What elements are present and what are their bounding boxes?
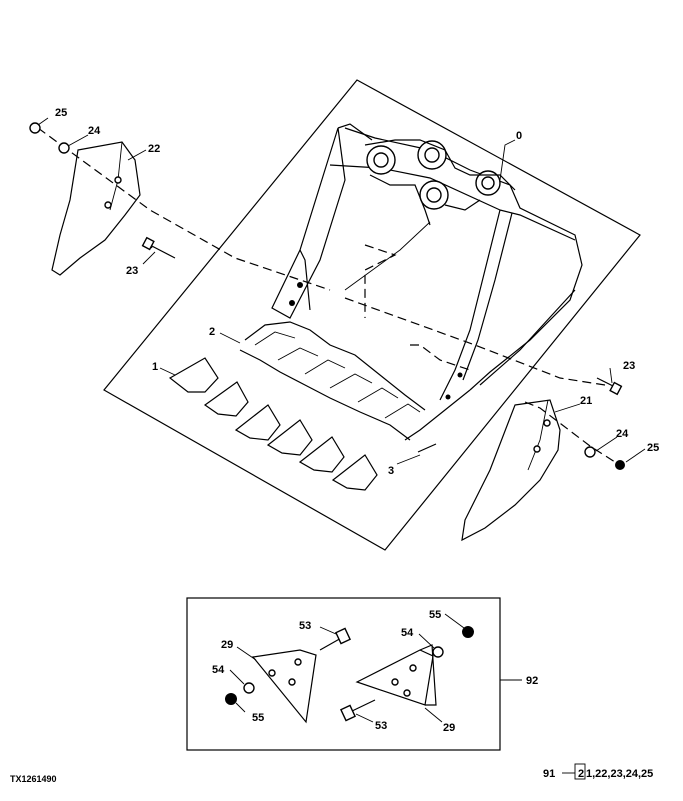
callout-55-right: 55 bbox=[429, 609, 441, 621]
callout-23-left: 23 bbox=[126, 265, 138, 277]
figure-id: TX1261490 bbox=[10, 774, 57, 784]
teeth-set bbox=[168, 357, 378, 491]
callout-53-right: 53 bbox=[375, 720, 387, 732]
washer-24-left bbox=[58, 142, 70, 154]
bucket-body bbox=[239, 123, 583, 441]
callout-21: 21 bbox=[580, 395, 592, 407]
callout-53-left: 53 bbox=[299, 620, 311, 632]
callout-25-right: 25 bbox=[647, 442, 659, 454]
pin-3 bbox=[417, 443, 437, 453]
callout-29-right: 29 bbox=[443, 722, 455, 734]
bucket-panel-outline bbox=[103, 79, 641, 551]
callout-54-right: 54 bbox=[401, 627, 414, 639]
callout-22: 22 bbox=[148, 143, 160, 155]
kit-note-items: 1,22,23,24,25 bbox=[586, 768, 653, 780]
kit-92-box bbox=[186, 597, 501, 751]
dash-line-right bbox=[344, 297, 606, 386]
dash-line-left bbox=[37, 127, 331, 291]
callout-3: 3 bbox=[388, 465, 394, 477]
bolt-53-right bbox=[349, 699, 376, 713]
side-cutter-22 bbox=[51, 141, 141, 276]
nut-55-left bbox=[225, 693, 237, 705]
callout-54-left: 54 bbox=[212, 664, 225, 676]
kit-note-bracket bbox=[574, 763, 586, 780]
leader-lines bbox=[37, 117, 646, 465]
callout-0: 0 bbox=[516, 130, 522, 142]
side-cutter-21 bbox=[461, 399, 561, 542]
nut-55-right bbox=[462, 626, 474, 638]
callout-29-left: 29 bbox=[221, 639, 233, 651]
plate-29-right bbox=[355, 649, 434, 706]
callout-2: 2 bbox=[209, 326, 215, 338]
kit-note-prefix: 91 bbox=[543, 768, 555, 780]
washer-54-right bbox=[432, 646, 444, 658]
callout-92: 92 bbox=[526, 675, 538, 687]
washer-54-left bbox=[243, 682, 255, 694]
kit-note-first-char: 2 bbox=[578, 768, 584, 780]
callout-24-top-left: 24 bbox=[88, 125, 101, 137]
dash-line-right-cutter bbox=[524, 401, 619, 465]
plate-29-left bbox=[251, 649, 317, 724]
dash-line-inner bbox=[364, 244, 397, 318]
dash-line-lower bbox=[410, 344, 471, 371]
callout-23-right: 23 bbox=[623, 360, 635, 372]
nut-25-right bbox=[615, 460, 625, 470]
callout-55-left: 55 bbox=[252, 712, 264, 724]
washer-24-right bbox=[584, 446, 596, 458]
callout-1: 1 bbox=[152, 361, 158, 373]
nut-25-left bbox=[29, 122, 41, 134]
callout-25-top-left: 25 bbox=[55, 107, 67, 119]
callout-24-right: 24 bbox=[616, 428, 629, 440]
